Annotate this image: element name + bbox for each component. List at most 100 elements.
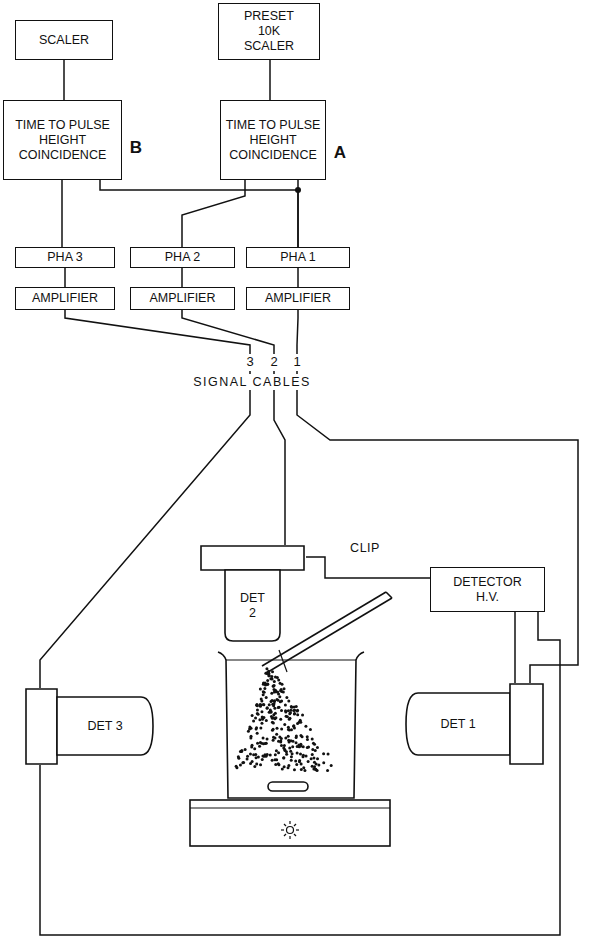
spray-dot [292, 709, 295, 712]
detector-part [201, 546, 304, 570]
spray-dot [304, 725, 307, 728]
spray-dot [262, 703, 265, 706]
spray-dot [244, 748, 247, 751]
spray-dot [239, 764, 242, 767]
spray-dot [266, 707, 269, 710]
spray-dot [299, 734, 302, 737]
spray-dot [255, 763, 258, 766]
spray-dot [289, 711, 292, 714]
spray-dot [264, 672, 267, 675]
spray-dot [250, 735, 253, 738]
spray-dot [288, 712, 291, 715]
spray-dot [262, 693, 265, 696]
spray-dot [259, 726, 262, 729]
spray-dot [279, 689, 282, 692]
spray-dot [285, 715, 288, 718]
detector-body: DET 2 [225, 570, 280, 641]
spray-dot [261, 758, 264, 761]
spray-dot [278, 695, 281, 698]
spray-dot [295, 705, 298, 708]
spray-dot [287, 764, 290, 767]
box-label: PRESET 10K SCALER [239, 9, 299, 54]
spray-dot [274, 676, 277, 679]
spray-dot [274, 758, 277, 761]
spray-dot [271, 699, 274, 702]
spray-dot [271, 670, 274, 673]
spray-dot [242, 761, 245, 764]
spray-dot [296, 709, 299, 712]
stirrer-plate [190, 800, 390, 846]
box-label: PHA 3 [47, 250, 82, 265]
box-label: DET 1 [440, 717, 475, 732]
spray-dot [272, 716, 275, 719]
channel-letter: B [127, 137, 145, 159]
beaker-rim [226, 660, 356, 661]
spray-dot [272, 722, 275, 725]
spray-dot [296, 722, 299, 725]
spray-dot [270, 675, 273, 678]
spray-dot [289, 750, 292, 753]
spray-dot [284, 737, 287, 740]
spray-dot [303, 769, 306, 772]
scaler-box: SCALER [15, 20, 113, 60]
sample-spray [235, 667, 333, 772]
spray-dot [322, 752, 325, 755]
lamp-symbol [281, 821, 299, 839]
spray-dot [293, 712, 296, 715]
spray-dot [277, 678, 280, 681]
spray-dot [296, 745, 299, 748]
spray-dot [296, 751, 299, 754]
spray-dot [273, 680, 276, 683]
spray-dot [284, 709, 287, 712]
spray-dot [260, 700, 263, 703]
spray-dot [246, 757, 249, 760]
box-label: PHA 1 [280, 250, 315, 265]
spray-dot [264, 753, 267, 756]
spray-dot [246, 755, 249, 758]
spray-dot [317, 763, 320, 766]
spray-dot [326, 769, 329, 772]
spray-dot [252, 720, 255, 723]
spray-dot [262, 683, 265, 686]
spray-dot [288, 717, 291, 720]
spray-dot [311, 748, 314, 751]
spray-dot [258, 745, 261, 748]
box-label: AMPLIFIER [150, 291, 216, 306]
spray-dot [265, 719, 268, 722]
spray-dot [259, 704, 262, 707]
spray-dot [273, 707, 276, 710]
spray-dot [273, 684, 276, 687]
spray-dot [302, 754, 305, 757]
detector-body: DET 1 [406, 693, 510, 755]
spray-dot [312, 756, 315, 759]
spray-dot [266, 706, 269, 709]
spray-dot [277, 751, 280, 754]
spray-dot [274, 763, 277, 766]
spray-dot [250, 745, 253, 748]
spray-dot [262, 736, 265, 739]
signal-wire [64, 268, 66, 287]
spray-dot [261, 716, 264, 719]
spray-dot [259, 741, 262, 744]
spray-dot [315, 762, 318, 765]
spray-dot [252, 753, 255, 756]
spray-dot [285, 753, 288, 756]
spray-dot [282, 690, 285, 693]
spray-dot [283, 765, 286, 768]
spray-dot [310, 757, 313, 760]
spray-dot [283, 748, 286, 751]
spray-dot [293, 768, 296, 771]
spray-dot [327, 752, 330, 755]
spray-dot [291, 752, 294, 755]
amplifier-box: AMPLIFIER [246, 287, 350, 310]
box-label: TIME TO PULSE HEIGHT COINCIDENCE [225, 118, 321, 163]
spray-dot [271, 729, 274, 732]
spray-dot [256, 732, 259, 735]
spray-dot [301, 713, 304, 716]
spray-dot [237, 755, 240, 758]
signal-wire [63, 60, 65, 100]
spray-dot [288, 747, 291, 750]
box-label: PHA 2 [165, 250, 200, 265]
spray-dot [279, 682, 282, 685]
stir-bar [268, 782, 308, 791]
